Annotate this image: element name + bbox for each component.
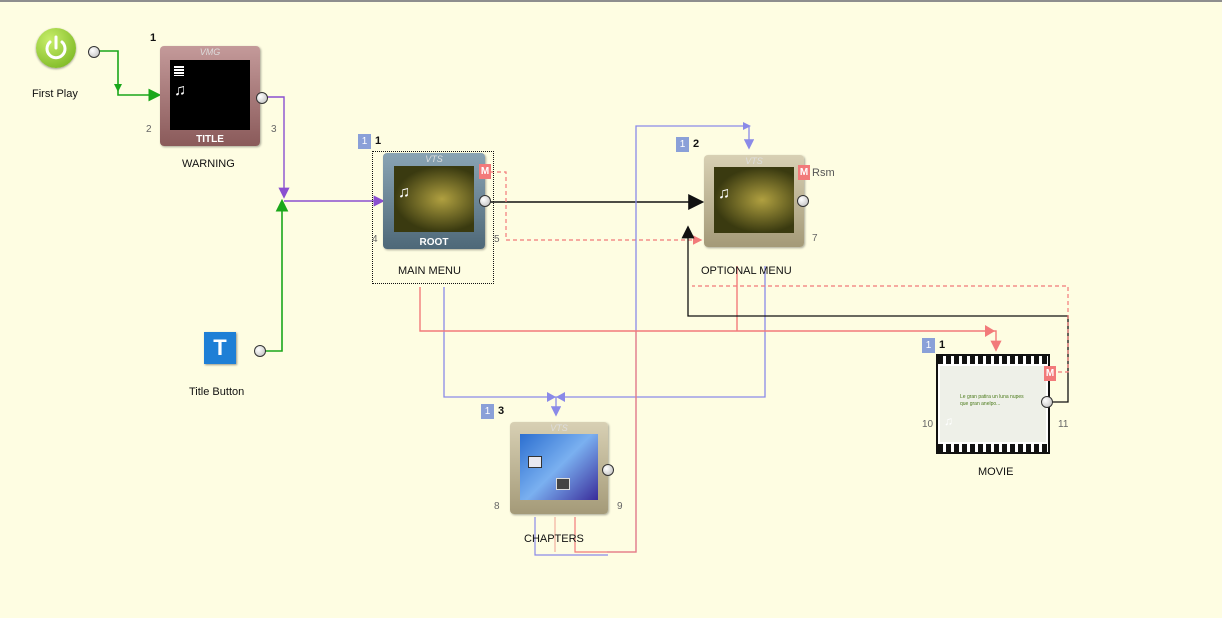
movie-port-out-num: 11 xyxy=(1058,419,1069,430)
warning-card[interactable]: VMG ♫ TITLE xyxy=(160,46,268,146)
chapters-label: CHAPTERS xyxy=(524,533,584,545)
warning-card-type: VMG xyxy=(199,47,221,57)
chapters-screen xyxy=(520,434,598,500)
main-menu-card[interactable]: VTS ♫ ROOT xyxy=(383,153,491,249)
music-note-icon: ♫ xyxy=(718,185,730,202)
main-menu-badge: 1 xyxy=(358,134,371,149)
first-play-node[interactable]: First Play xyxy=(32,28,100,100)
chapters-port-out-num: 9 xyxy=(617,501,623,512)
optional-menu-label: OPTIONAL MENU xyxy=(701,265,792,277)
menu-grid-icon xyxy=(174,66,184,76)
music-note-icon: ♫ xyxy=(944,414,953,428)
warning-label: WARNING xyxy=(182,158,235,170)
thumbnail-icon xyxy=(556,478,570,490)
movie-port-out[interactable] xyxy=(1041,396,1053,408)
main-menu-card-type: VTS xyxy=(425,154,443,164)
optional-menu-port-out[interactable] xyxy=(797,195,809,207)
movie-badge: 1 xyxy=(922,338,935,353)
main-menu-card-footer: ROOT xyxy=(419,237,449,248)
title-button-label: Title Button xyxy=(189,386,245,398)
film-perforation-bottom xyxy=(938,444,1048,452)
link-firstplay-warning xyxy=(98,50,162,102)
link-mainmenu-m-optional xyxy=(490,171,703,245)
link-chapters-movie xyxy=(574,331,637,553)
warning-screen: ♫ xyxy=(170,60,250,130)
main-menu-m-badge[interactable]: M xyxy=(479,164,491,179)
chapters-id: 3 xyxy=(498,405,505,417)
chapters-port-out[interactable] xyxy=(602,464,614,476)
movie-label: MOVIE xyxy=(978,466,1014,478)
power-icon xyxy=(36,28,76,68)
main-menu-screen: ♫ xyxy=(394,166,474,232)
music-note-icon: ♫ xyxy=(174,82,186,99)
link-titlebutton-join xyxy=(262,198,289,352)
warning-port-in-num: 2 xyxy=(146,124,152,135)
optional-menu-screen: ♫ xyxy=(714,167,794,233)
optional-menu-badge: 1 xyxy=(676,137,689,152)
top-border xyxy=(0,0,1222,2)
main-menu-id: 1 xyxy=(375,135,382,147)
warning-card-footer: TITLE xyxy=(196,134,224,145)
main-menu-label: MAIN MENU xyxy=(398,265,461,277)
link-mainmenu-movie xyxy=(419,287,1002,352)
first-play-port[interactable] xyxy=(88,46,100,58)
title-button-icon: T xyxy=(204,332,236,364)
chapters-port-in-num: 8 xyxy=(494,501,500,512)
main-menu-port-out-num: 5 xyxy=(494,234,500,245)
movie-screen-text: Le gran patira un luna nupes que gran an… xyxy=(960,394,1024,407)
chapters-card[interactable]: VTS xyxy=(510,422,614,514)
optional-menu-port-out-num: 7 xyxy=(812,233,818,244)
chapters-card-type: VTS xyxy=(550,423,568,433)
movie-m-badge[interactable]: M xyxy=(1044,366,1056,381)
movie-screen: Le gran patira un luna nupes que gran an… xyxy=(940,366,1046,442)
movie-film-card[interactable]: Le gran patira un luna nupes que gran an… xyxy=(936,354,1053,454)
link-optional-chapters xyxy=(556,266,766,398)
warning-port-out[interactable] xyxy=(256,92,268,104)
main-menu-port-out[interactable] xyxy=(479,195,491,207)
film-perforation-top xyxy=(938,356,1048,364)
thumbnail-icon xyxy=(528,456,542,468)
optional-menu-id: 2 xyxy=(693,138,700,150)
movie-id: 1 xyxy=(939,339,946,351)
warning-port-out-num: 3 xyxy=(271,124,277,135)
link-mainmenu-chapters xyxy=(443,287,556,398)
optional-menu-card[interactable]: VTS ♫ xyxy=(704,155,809,247)
warning-id: 1 xyxy=(150,32,157,44)
chapters-badge: 1 xyxy=(481,404,494,419)
title-button-node[interactable]: T xyxy=(204,332,274,402)
link-movie-m-optional xyxy=(692,285,1069,373)
title-button-port[interactable] xyxy=(254,345,266,357)
main-menu-selection xyxy=(372,151,494,284)
main-menu-port-in-num: 4 xyxy=(372,234,378,245)
link-warning-join xyxy=(265,96,290,199)
optional-menu-rsm: Rsm xyxy=(812,167,835,179)
music-note-icon: ♫ xyxy=(398,184,410,201)
optional-menu-card-type: VTS xyxy=(745,156,763,166)
movie-port-in-num: 10 xyxy=(922,419,934,430)
optional-menu-m-badge[interactable]: M xyxy=(798,165,810,180)
first-play-label: First Play xyxy=(32,88,78,100)
